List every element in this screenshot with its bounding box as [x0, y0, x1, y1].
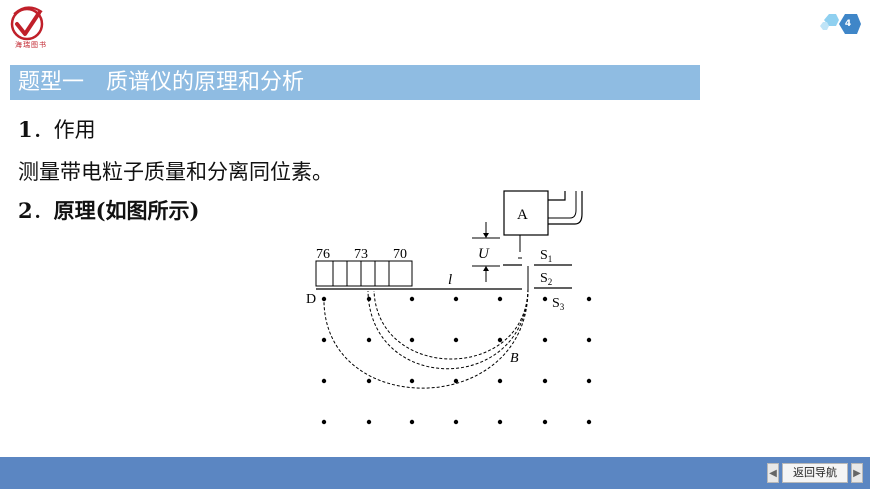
back-to-navigation-button[interactable]: 返回导航	[782, 463, 848, 483]
heading-function: 1．作用	[18, 114, 96, 144]
field-dot	[453, 419, 459, 425]
voltage-arrowhead-top	[483, 233, 489, 238]
publisher-logo-icon	[10, 6, 44, 41]
page-number: 4	[844, 19, 852, 29]
field-dot	[453, 337, 459, 343]
field-dot	[409, 296, 415, 302]
heading-principle-number: 2	[18, 198, 33, 223]
field-dot	[321, 419, 327, 425]
heading-separator: ．	[32, 199, 54, 223]
field-dot	[409, 337, 415, 343]
trajectory-76	[323, 288, 529, 389]
field-dot	[453, 296, 459, 302]
heading-function-title: 作用	[53, 118, 96, 142]
field-dot	[321, 296, 327, 302]
field-dot	[542, 378, 548, 384]
field-dot	[321, 378, 327, 384]
section-title: 题型一 质谱仪的原理和分析	[18, 70, 305, 95]
field-dot	[321, 337, 327, 343]
heading-principle: 2．原理(如图所示)	[18, 195, 200, 225]
mass-label-76: 76	[316, 247, 330, 262]
field-dot	[586, 337, 592, 343]
mass-label-70: 70	[393, 247, 407, 262]
field-dot	[542, 296, 548, 302]
heading-separator: ．	[32, 118, 54, 142]
slit-s3-label: S3	[552, 296, 565, 312]
paragraph-function: 测量带电粒子质量和分离同位素。	[18, 160, 333, 184]
heading-function-number: 1	[18, 117, 33, 142]
field-dot	[409, 378, 415, 384]
triangle-left-icon: ◀	[769, 468, 777, 479]
inlet-pipe	[548, 191, 583, 225]
field-dot	[586, 296, 592, 302]
field-dot	[409, 419, 415, 425]
logo-text: 海瑞图书	[15, 41, 47, 49]
footer-bar	[0, 457, 870, 489]
field-dot	[366, 378, 372, 384]
field-dot	[497, 296, 503, 302]
slit-s2-label: S2	[540, 271, 552, 287]
field-dot	[586, 378, 592, 384]
section-title-bar: 题型一 质谱仪的原理和分析	[10, 65, 700, 100]
ion-source-label: A	[517, 207, 528, 223]
detector-strip	[315, 260, 413, 287]
heading-principle-title: 原理(如图所示)	[53, 198, 200, 223]
trajectory-70	[373, 288, 529, 360]
field-dot	[497, 337, 503, 343]
field-dot	[542, 337, 548, 343]
field-dot	[497, 419, 503, 425]
trajectory-73	[367, 288, 529, 370]
next-page-button[interactable]: ▶	[851, 463, 863, 483]
voltage-arrowhead-bottom	[483, 266, 489, 271]
field-dot	[366, 419, 372, 425]
page-badge-icon	[820, 14, 861, 34]
field-dot	[366, 337, 372, 343]
voltage-label: U	[478, 246, 490, 262]
length-label: l	[448, 272, 452, 288]
inlet-pipe-inner	[548, 191, 577, 219]
slit-s1-label: S1	[540, 248, 552, 264]
mass-label-73: 73	[354, 247, 368, 262]
field-dot	[453, 378, 459, 384]
magnetic-field-dots	[321, 296, 592, 425]
triangle-right-icon: ▶	[853, 468, 861, 479]
ion-source-box	[503, 190, 549, 236]
mass-spectrometer-diagram: A U S1 S2 S3 l 76 73 70 D B	[306, 190, 592, 425]
field-label-b: B	[510, 351, 519, 366]
field-dot	[586, 419, 592, 425]
field-dot	[366, 296, 372, 302]
field-dot	[542, 419, 548, 425]
field-dot	[497, 378, 503, 384]
prev-page-button[interactable]: ◀	[767, 463, 779, 483]
point-d-label: D	[306, 292, 316, 307]
